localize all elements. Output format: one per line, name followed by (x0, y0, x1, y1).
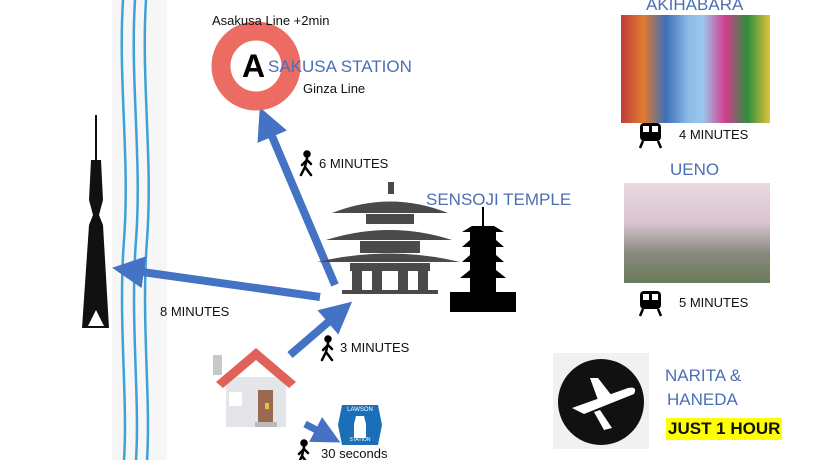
arrow-to-skytree (112, 256, 321, 301)
pagoda-icon (450, 207, 516, 312)
ginza-line-label: Ginza Line (303, 81, 366, 96)
asakusa-station-logo (211, 21, 301, 111)
airport-time-highlight: JUST 1 HOUR (666, 418, 783, 440)
train-icon-akihabara (638, 123, 663, 149)
arrow-to-asakusa (257, 107, 339, 287)
walk-icon-asakusa (299, 150, 313, 177)
asakusa-logo-letter: A (242, 48, 266, 84)
ueno-train-time: 5 MINUTES (679, 295, 749, 310)
lawson-walk-time: 30 seconds (321, 446, 388, 461)
skytree-time: 8 MINUTES (160, 304, 230, 319)
train-icon-ueno (638, 291, 663, 317)
walk-icon-home (320, 335, 334, 362)
airport-line1: NARITA & (665, 366, 742, 385)
asakusa-station-name: SAKUSA STATION (268, 57, 412, 76)
asakusa-walk-time: 6 MINUTES (319, 156, 389, 171)
walk-icon-lawson (297, 439, 310, 460)
walking-person-icons (297, 150, 334, 460)
lawson-logo-bottom: STATION (349, 437, 371, 443)
home-walk-time: 3 MINUTES (340, 340, 410, 355)
ueno-photo (624, 183, 770, 283)
airplane-icon (553, 353, 649, 449)
airport-line2: HANEDA (667, 390, 738, 409)
house-icon (213, 348, 296, 427)
lawson-logo-top: LAWSON (347, 407, 373, 413)
river (112, 0, 167, 460)
ueno-label: UENO (670, 160, 720, 179)
temple-icon (317, 182, 460, 294)
akihabara-label: AKIHABARA (646, 0, 744, 14)
asakusa-line-note: Asakusa Line +2min (212, 13, 330, 28)
akihabara-train-time: 4 MINUTES (679, 127, 749, 142)
arrow-to-sensoji (287, 301, 353, 359)
akihabara-photo (621, 15, 770, 123)
lawson-logo (338, 405, 382, 445)
arrow-to-lawson (303, 417, 341, 443)
route-arrows (112, 107, 353, 443)
skytree-icon (82, 115, 109, 328)
sensoji-temple-label: SENSOJI TEMPLE (426, 190, 572, 209)
